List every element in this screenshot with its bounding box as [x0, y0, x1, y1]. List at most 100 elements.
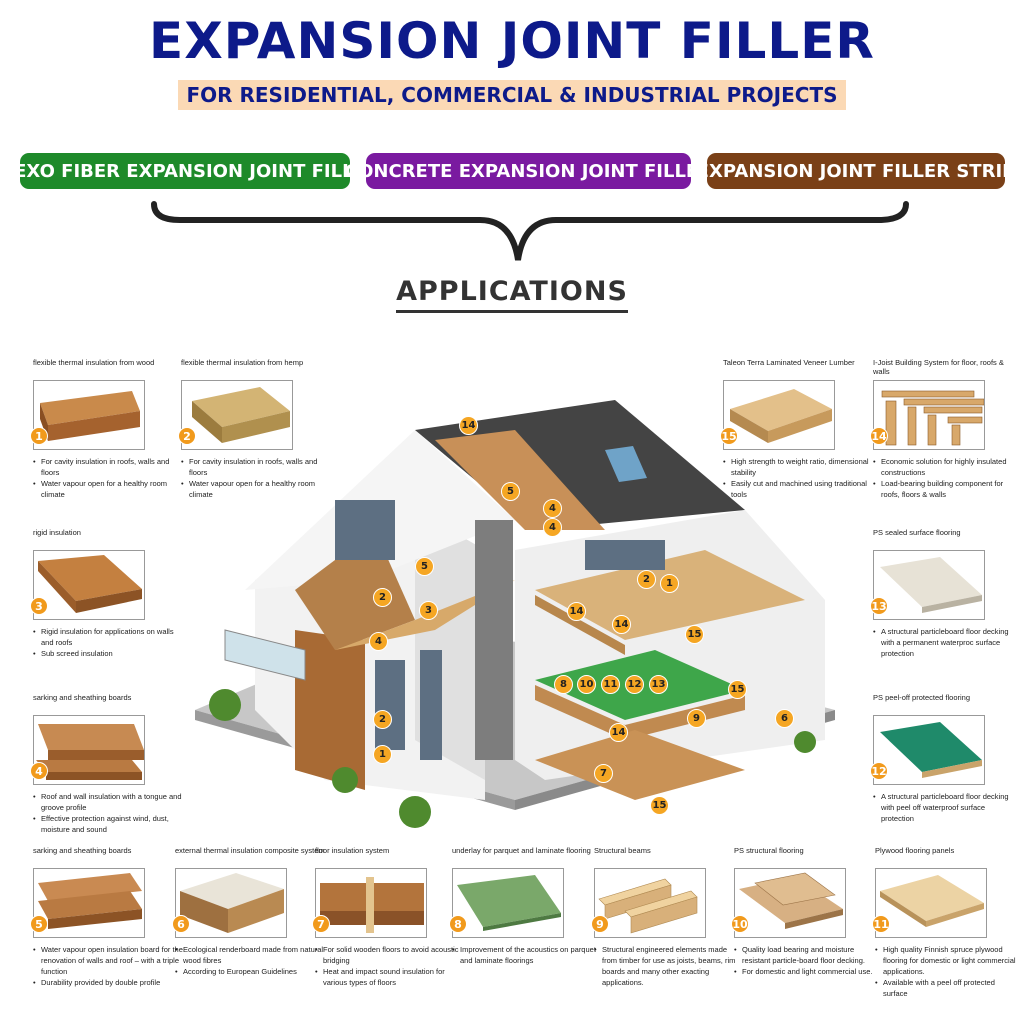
product-panel-2: flexible thermal insulation from hemp 2 …	[178, 358, 331, 501]
product-image	[873, 380, 985, 450]
product-bullet: Effective protection against wind, dust,…	[33, 814, 183, 836]
product-bullet: For domestic and light commercial use.	[734, 967, 884, 978]
product-title: external thermal insulation composite sy…	[175, 846, 325, 855]
product-bullet: Structural engineered elements made from…	[594, 945, 744, 989]
product-panel-12: PS peel-off protected flooring 12 A stru…	[870, 693, 1018, 825]
house-marker: 14	[609, 723, 628, 742]
house-marker: 15	[650, 796, 669, 815]
product-panel-9: Structural beams 9 Structural engineered…	[591, 846, 744, 989]
product-panel-14: I-Joist Building System for floor, roofs…	[870, 358, 1013, 501]
product-number-badge: 15	[720, 427, 738, 445]
product-title: underlay for parquet and laminate floori…	[452, 846, 591, 855]
product-bullet: Water vapour open for a healthy room cli…	[33, 479, 183, 501]
page-subtitle: FOR RESIDENTIAL, COMMERCIAL & INDUSTRIAL…	[178, 80, 846, 110]
house-marker: 1	[660, 574, 679, 593]
house-marker: 3	[419, 601, 438, 620]
product-bullet: Sub screed insulation	[33, 649, 183, 660]
product-panel-4: sarking and sheathing boards 4 Roof and …	[30, 693, 183, 836]
product-bullet: Heat and impact sound insulation for var…	[315, 967, 465, 989]
product-panel-11: Plywood flooring panels 11 High quality …	[872, 846, 1020, 1000]
product-number-badge: 11	[872, 915, 890, 933]
product-panel-6: external thermal insulation composite sy…	[172, 846, 325, 978]
house-marker: 14	[459, 416, 478, 435]
house-cutaway-illustration	[195, 400, 835, 828]
product-number-badge: 1	[30, 427, 48, 445]
product-bullet: For cavity insulation in roofs, walls an…	[181, 457, 331, 479]
house-marker: 8	[554, 675, 573, 694]
product-number-badge: 10	[731, 915, 749, 933]
product-image	[175, 868, 287, 938]
product-title: PS peel-off protected flooring	[873, 693, 971, 702]
product-image	[33, 868, 145, 938]
product-bullet: A structural particleboard floor decking…	[873, 792, 1018, 825]
product-title: flexible thermal insulation from hemp	[181, 358, 304, 367]
product-bullet: For cavity insulation in roofs, walls an…	[33, 457, 183, 479]
product-bullet: For solid wooden floors to avoid acousti…	[315, 945, 465, 967]
product-title: PS structural flooring	[734, 846, 804, 855]
product-panel-5: sarking and sheathing boards 5 Water vap…	[30, 846, 183, 989]
product-panel-3: rigid insulation 3 Rigid insulation for …	[30, 528, 183, 660]
product-image	[315, 868, 427, 938]
product-image	[873, 715, 985, 785]
product-bullet: Rigid insulation for applications on wal…	[33, 627, 183, 649]
product-image	[452, 868, 564, 938]
house-marker: 14	[612, 615, 631, 634]
house-marker: 11	[601, 675, 620, 694]
product-panel-7: floor insulation system 7 For solid wood…	[312, 846, 465, 989]
product-number-badge: 14	[870, 427, 888, 445]
house-marker: 13	[649, 675, 668, 694]
product-bullet: Ecological renderboard made from natural…	[175, 945, 325, 967]
house-marker: 7	[594, 764, 613, 783]
house-marker: 5	[415, 557, 434, 576]
applications-heading: APPLICATIONS	[396, 276, 628, 313]
product-number-badge: 4	[30, 762, 48, 780]
product-title: sarking and sheathing boards	[33, 846, 132, 855]
product-image	[33, 550, 145, 620]
product-bullet: Load-bearing building component for roof…	[873, 479, 1013, 501]
house-marker: 4	[369, 632, 388, 651]
brace-icon	[151, 201, 909, 261]
house-marker: 9	[687, 709, 706, 728]
product-image	[181, 380, 293, 450]
product-bullet: According to European Guidelines	[175, 967, 325, 978]
house-marker: 4	[543, 518, 562, 537]
product-bullet: Economic solution for highly insulated c…	[873, 457, 1013, 479]
product-bullet: High strength to weight ratio, dimension…	[723, 457, 873, 479]
product-number-badge: 8	[449, 915, 467, 933]
product-number-badge: 7	[312, 915, 330, 933]
house-marker: 5	[501, 482, 520, 501]
product-image	[734, 868, 846, 938]
house-marker: 4	[543, 499, 562, 518]
product-bullet: Improvement of the acoustics on parquet …	[452, 945, 602, 967]
product-number-badge: 3	[30, 597, 48, 615]
category-pill-strip: EXPANSION JOINT FILLER STRIP	[697, 153, 1015, 189]
product-bullet: Available with a peel off protected surf…	[875, 978, 1020, 1000]
page-title: EXPANSION JOINT FILLER	[149, 12, 875, 70]
house-marker: 12	[625, 675, 644, 694]
product-panel-15: Taleon Terra Laminated Veneer Lumber 15 …	[720, 358, 873, 501]
product-title: flexible thermal insulation from wood	[33, 358, 155, 367]
product-title: sarking and sheathing boards	[33, 693, 132, 702]
house-marker: 1	[373, 745, 392, 764]
product-image	[594, 868, 706, 938]
product-panel-8: underlay for parquet and laminate floori…	[449, 846, 602, 967]
product-number-badge: 12	[870, 762, 888, 780]
product-bullet: Quality load bearing and moisture resist…	[734, 945, 884, 967]
product-bullet: Water vapour open insulation board for t…	[33, 945, 183, 978]
product-number-badge: 9	[591, 915, 609, 933]
product-title: PS sealed surface flooring	[873, 528, 961, 537]
product-bullet: High quality Finnish spruce plywood floo…	[875, 945, 1020, 978]
product-panel-1: flexible thermal insulation from wood 1 …	[30, 358, 183, 501]
product-panel-10: PS structural flooring 10 Quality load b…	[731, 846, 884, 978]
product-image	[33, 715, 145, 785]
product-number-badge: 13	[870, 597, 888, 615]
product-image	[33, 380, 145, 450]
product-number-badge: 5	[30, 915, 48, 933]
product-bullet: Easily cut and machined using traditiona…	[723, 479, 873, 501]
product-image	[723, 380, 835, 450]
product-title: floor insulation system	[315, 846, 390, 855]
product-title: rigid insulation	[33, 528, 81, 537]
product-bullet: Roof and wall insulation with a tongue a…	[33, 792, 183, 814]
product-panel-13: PS sealed surface flooring 13 A structur…	[870, 528, 1018, 660]
